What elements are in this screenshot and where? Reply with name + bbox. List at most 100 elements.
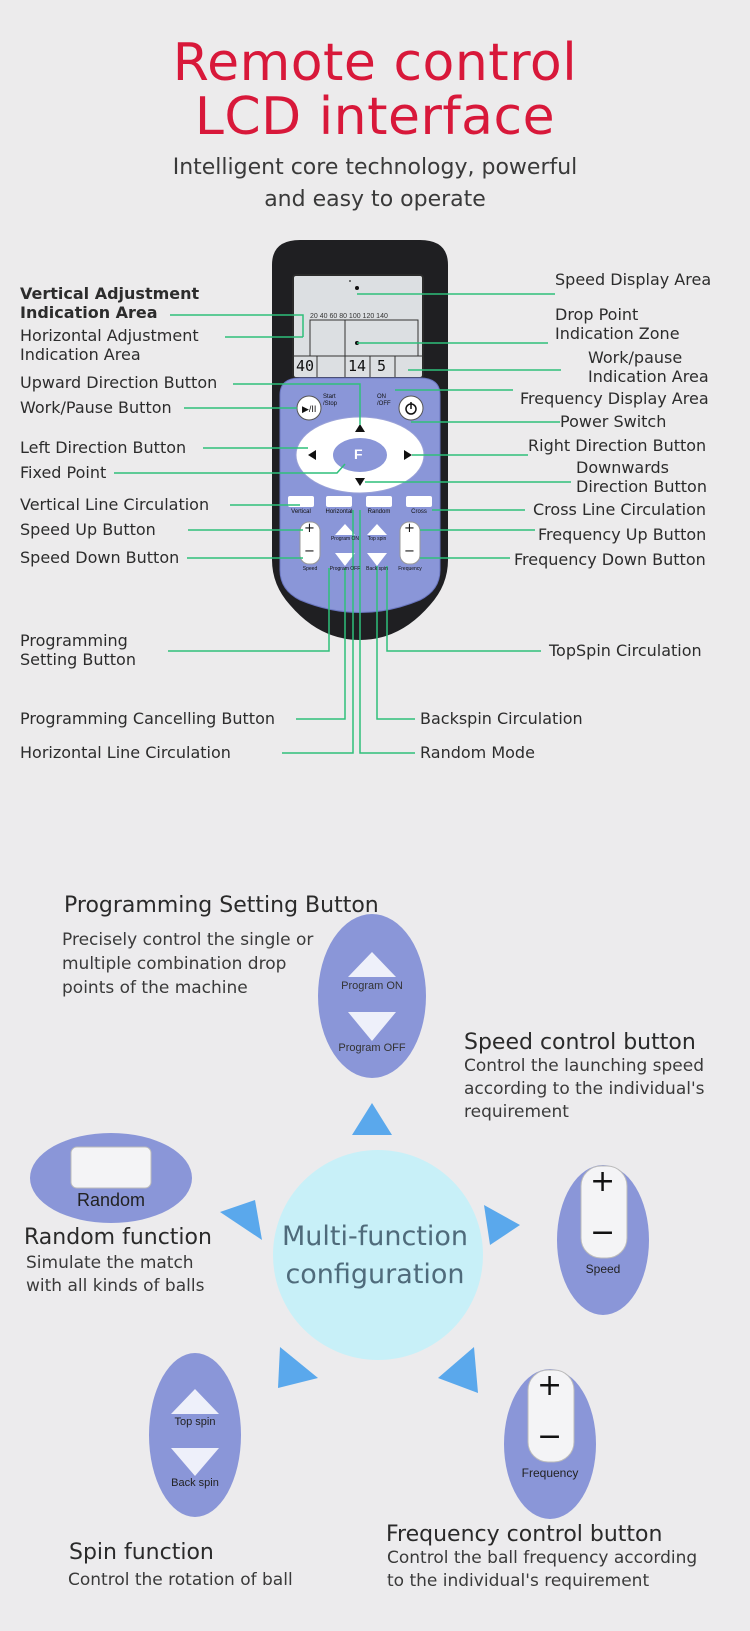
speed-desc-3: requirement: [464, 1102, 569, 1122]
down-arrow-icon: [355, 478, 365, 486]
page-title-line2: LCD interface: [194, 87, 556, 147]
on-off-label: ON /OFF: [377, 394, 391, 407]
random-label: Random: [367, 509, 391, 515]
back-spin-button: [367, 553, 387, 566]
frequency-rocker: [399, 521, 421, 565]
top-spin-text: Top spin: [174, 1416, 216, 1428]
program-on-text: Program ON: [341, 980, 403, 992]
label-power-switch: Power Switch: [560, 412, 667, 431]
random-button: [366, 496, 392, 507]
speed-text: Speed: [585, 1262, 621, 1276]
lcd-speed-dot: [355, 286, 359, 290]
label-downwards-1: Downwards: [576, 458, 670, 477]
label-right-direction: Right Direction Button: [528, 436, 707, 455]
vertical-label: Vertical: [291, 509, 311, 515]
program-on-button: [335, 524, 355, 535]
left-arrow-icon: [308, 450, 316, 460]
leader-lines: [114, 293, 571, 754]
program-on-label: Program ON: [330, 536, 360, 542]
frequency-plus: +: [404, 521, 415, 536]
frequency-minus: −: [404, 544, 415, 559]
programming-desc-2: multiple combination drop: [62, 954, 287, 974]
page-subtitle-line2: and easy to operate: [264, 187, 486, 212]
top-spin-label: Top spin: [367, 536, 387, 542]
speed-minus-big: −: [590, 1215, 616, 1250]
cross-label: Cross: [411, 509, 427, 515]
label-vertical-line: Vertical Line Circulation: [20, 495, 210, 514]
label-drop-point-2: Indication Zone: [555, 324, 680, 343]
label-programming-cancel: Programming Cancelling Button: [20, 709, 275, 728]
center-title-line2: configuration: [285, 1259, 465, 1290]
label-frequency-display: Frequency Display Area: [520, 389, 709, 408]
programming-desc-1: Precisely control the single or: [62, 930, 314, 950]
back-spin-label: Back spin: [366, 566, 388, 572]
page-subtitle-line1: Intelligent core technology, powerful: [172, 155, 578, 180]
frequency-minus-big: −: [537, 1419, 563, 1454]
lcd-speed-value: 40: [296, 357, 315, 375]
spin-title: Spin function: [69, 1540, 214, 1565]
label-fixed-point: Fixed Point: [20, 463, 107, 482]
programming-title: Programming Setting Button: [64, 893, 379, 918]
frequency-desc-1: Control the ball frequency according: [387, 1548, 698, 1568]
label-vertical-adjustment-2: Indication Area: [20, 303, 158, 322]
program-off-text: Program OFF: [338, 1042, 406, 1054]
label-programming-1: Programming: [20, 631, 128, 650]
label-work-pause: Work/Pause Button: [20, 398, 172, 417]
speed-desc-1: Control the launching speed: [464, 1056, 705, 1076]
label-downwards-2: Direction Button: [576, 477, 707, 496]
label-upward-direction: Upward Direction Button: [20, 373, 218, 392]
features-section: [0, 800, 750, 1631]
label-work-pause-2: Indication Area: [588, 367, 709, 386]
label-speed-down: Speed Down Button: [20, 548, 180, 567]
speed-minus: −: [304, 544, 315, 559]
label-work-pause-1: Work/pause: [588, 348, 683, 367]
random-title: Random function: [24, 1225, 212, 1250]
start-stop-label: Start /Stop: [323, 394, 338, 407]
random-desc-1: Simulate the match: [26, 1253, 194, 1273]
fixed-point-button: [331, 436, 389, 474]
fixed-label: F: [354, 446, 363, 462]
speed-rocker: [299, 521, 321, 565]
label-horizontal-line: Horizontal Line Circulation: [20, 743, 231, 762]
speed-desc-2: according to the individual's: [464, 1079, 705, 1099]
lcd-drop-value: 5: [377, 357, 387, 375]
right-arrow-icon: [404, 450, 412, 460]
top-spin-button: [367, 524, 387, 535]
speed-title: Speed control button: [464, 1030, 696, 1055]
program-off-button: [335, 553, 355, 566]
speed-plus-big: +: [590, 1164, 616, 1199]
back-spin-text: Back spin: [171, 1477, 219, 1489]
horizontal-button: [326, 496, 352, 507]
label-drop-point-1: Drop Point: [555, 305, 639, 324]
label-cross-line: Cross Line Circulation: [533, 500, 707, 519]
random-text: Random: [76, 1190, 146, 1210]
label-vertical-adjustment-1: Vertical Adjustment: [20, 284, 200, 303]
page-title-line1: Remote control: [172, 33, 578, 93]
horizontal-label: Horizontal: [325, 509, 353, 515]
frequency-desc-2: to the individual's requirement: [387, 1571, 650, 1591]
svg-text:▶/II: ▶/II: [302, 404, 316, 414]
remote-illustration: ▶/II: [114, 240, 571, 754]
frequency-title: Frequency control button: [386, 1522, 663, 1547]
spin-desc-1: Control the rotation of ball: [68, 1570, 293, 1590]
lcd-scale: 20 40 60 80 100 120 140: [310, 313, 388, 320]
label-random-mode: Random Mode: [420, 743, 535, 762]
label-speed-up: Speed Up Button: [20, 520, 156, 539]
label-horizontal-adjustment-2: Indication Area: [20, 345, 141, 364]
frequency-label: Frequency: [398, 566, 422, 572]
random-desc-2: with all kinds of balls: [26, 1276, 205, 1296]
label-horizontal-adjustment-1: Horizontal Adjustment: [20, 326, 199, 345]
label-left-direction: Left Direction Button: [20, 438, 187, 457]
label-backspin: Backspin Circulation: [420, 709, 583, 728]
program-off-label: Program OFF: [329, 566, 361, 572]
label-speed-display: Speed Display Area: [555, 270, 712, 289]
label-frequency-up: Frequency Up Button: [538, 525, 707, 544]
speed-label: Speed: [302, 566, 318, 572]
frequency-plus-big: +: [537, 1368, 563, 1403]
label-programming-2: Setting Button: [20, 650, 136, 669]
programming-desc-3: points of the machine: [62, 978, 248, 998]
label-topspin: TopSpin Circulation: [549, 641, 702, 660]
cross-button: [406, 496, 432, 507]
lcd-frequency-value: 14: [348, 357, 367, 375]
up-arrow-icon: [355, 424, 365, 432]
